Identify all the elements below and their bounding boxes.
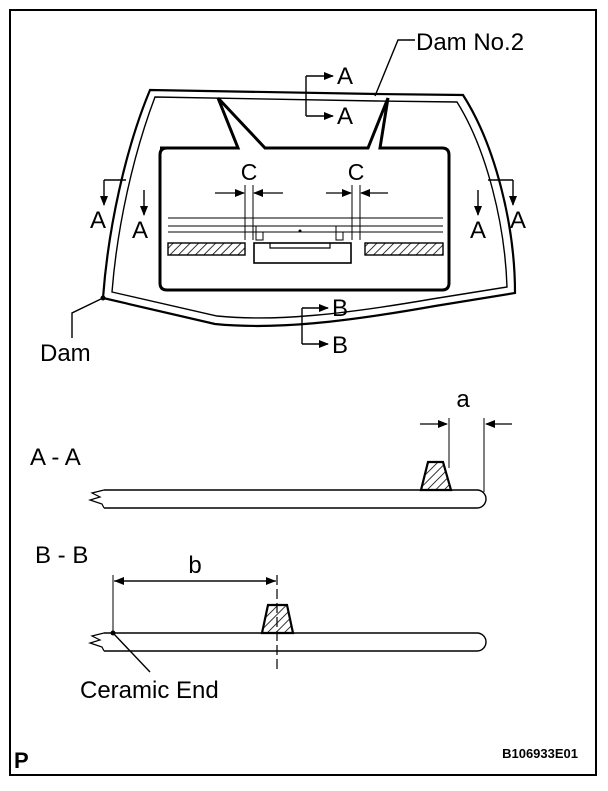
- leader-dam-no2: [374, 39, 415, 97]
- windshield-outline: [101, 88, 517, 328]
- label-dim-b: b: [188, 552, 201, 579]
- dam-point: [100, 295, 106, 301]
- label-a-right-1: A: [470, 217, 486, 244]
- section-arrows-b: [301, 304, 329, 348]
- label-b-1: B: [332, 295, 348, 322]
- section-aa-dam: [419, 460, 453, 492]
- section-arrows-a-right: [474, 179, 517, 216]
- label-dim-a: a: [456, 386, 470, 413]
- section-arrows-a-left: [100, 179, 148, 216]
- label-c-right: C: [348, 159, 365, 185]
- leader-ceramic-end: [112, 632, 151, 673]
- dim-b: [112, 575, 276, 633]
- corner-mark: P: [14, 748, 29, 773]
- detail-center-bracket: [253, 242, 352, 264]
- leader-dam: [71, 297, 104, 338]
- label-section-bb: B - B: [35, 542, 88, 569]
- label-ceramic-end: Ceramic End: [80, 677, 219, 704]
- label-c-left: C: [241, 159, 258, 185]
- label-a-top-2: A: [337, 103, 353, 130]
- detail-glass-edge: [168, 217, 443, 241]
- dim-c-right: [326, 185, 388, 240]
- detail-callout: [158, 96, 451, 292]
- dim-a: [420, 418, 512, 492]
- section-arrows-a-top: [305, 72, 334, 120]
- dam-bead: [111, 96, 508, 319]
- section-bb-glass: [88, 632, 487, 652]
- dim-c-left: [215, 185, 283, 240]
- label-a-left-1: A: [90, 207, 106, 234]
- label-a-top-1: A: [337, 63, 353, 90]
- label-section-aa: A - A: [30, 444, 81, 471]
- section-aa-glass: [88, 489, 487, 509]
- label-a-right-2: A: [510, 207, 526, 234]
- detail-dam-left: [167, 242, 246, 256]
- label-b-2: B: [332, 332, 348, 359]
- detail-dam-right: [364, 242, 444, 256]
- label-a-left-2: A: [132, 217, 148, 244]
- label-dam: Dam: [40, 340, 91, 367]
- figure-id: B106933E01: [502, 746, 578, 761]
- label-dam-no2: Dam No.2: [416, 29, 524, 56]
- page-frame: [9, 9, 597, 776]
